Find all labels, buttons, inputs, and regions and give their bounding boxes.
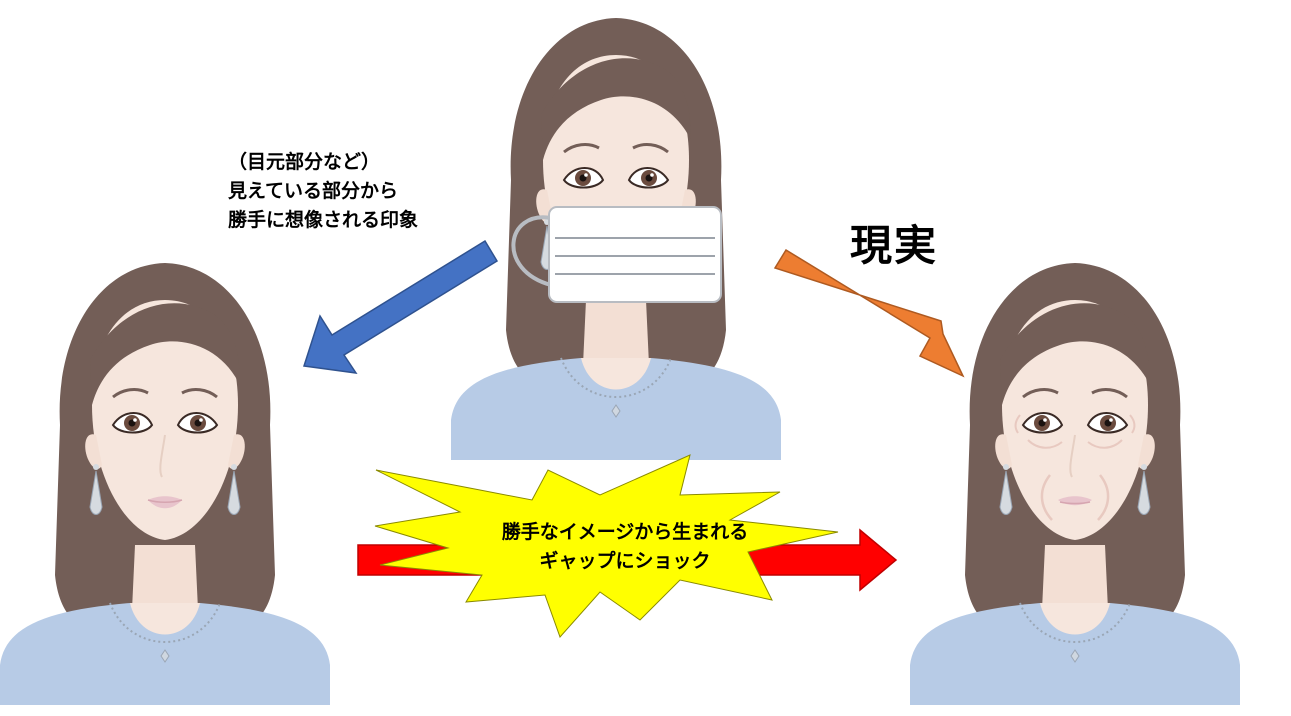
caption-line-1: （目元部分など）	[228, 151, 381, 173]
shock-burst	[374, 454, 839, 638]
face-mask-icon	[548, 206, 722, 303]
caption-line-3: 勝手に想像される印象	[228, 209, 419, 231]
woman-imagined-illustration	[0, 261, 332, 707]
shock-burst-text: 勝手なイメージから生まれる ギャップにショック	[430, 518, 820, 576]
arrow-to-reality	[773, 248, 965, 378]
woman-reality-illustration	[908, 261, 1242, 707]
reality-label: 現実	[850, 221, 939, 270]
burst-line-1: 勝手なイメージから生まれる	[501, 521, 749, 543]
caption-line-2: 見えている部分から	[228, 180, 399, 202]
arrow-to-imagined	[303, 239, 499, 374]
burst-line-2: ギャップにショック	[539, 550, 711, 572]
imagined-impression-caption: （目元部分など） 見えている部分から 勝手に想像される印象	[228, 148, 418, 235]
